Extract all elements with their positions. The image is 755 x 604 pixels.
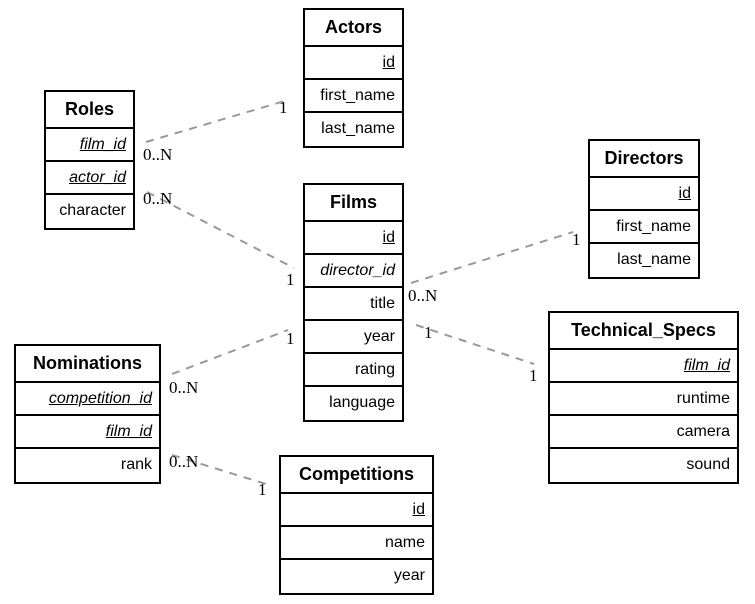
attribute-technical_specs-runtime[interactable]: runtime (550, 383, 737, 416)
attribute-label: film_id (683, 357, 730, 374)
attribute-competitions-name[interactable]: name (281, 527, 432, 560)
attribute-label: title (370, 295, 395, 312)
attribute-label: director_id (320, 262, 395, 279)
entity-roles[interactable]: Roles film_id actor_id character (44, 90, 135, 230)
cardinality-films-directors-from: 0..N (408, 286, 438, 305)
attribute-competitions-year[interactable]: year (281, 560, 432, 593)
attribute-label: year (393, 567, 425, 584)
attribute-directors-id[interactable]: id (590, 178, 698, 211)
entity-title-roles: Roles (46, 92, 133, 129)
attribute-label: id (382, 54, 395, 71)
cardinality-films-technical_specs-to: 1 (529, 366, 538, 385)
attribute-directors-last_name[interactable]: last_name (590, 244, 698, 277)
attribute-label: id (678, 185, 691, 202)
cardinality-roles-films-from: 0..N (143, 189, 173, 208)
attribute-label: rank (120, 456, 152, 473)
attribute-roles-film_id[interactable]: film_id (46, 129, 133, 162)
attribute-films-language[interactable]: language (305, 387, 402, 420)
attribute-nominations-rank[interactable]: rank (16, 449, 159, 482)
cardinality-roles-actors-from: 0..N (143, 145, 173, 164)
attribute-label: last_name (321, 120, 395, 137)
attribute-nominations-film_id[interactable]: film_id (16, 416, 159, 449)
attribute-label: rating (354, 361, 395, 378)
entity-title-competitions: Competitions (281, 457, 432, 494)
attribute-label: sound (686, 456, 730, 473)
entity-title-technical_specs: Technical_Specs (550, 313, 737, 350)
attribute-films-id[interactable]: id (305, 222, 402, 255)
attribute-label: last_name (617, 251, 691, 268)
attribute-films-rating[interactable]: rating (305, 354, 402, 387)
entity-title-directors: Directors (590, 141, 698, 178)
attribute-label: id (412, 501, 425, 518)
attribute-label: actor_id (69, 169, 126, 186)
cardinality-films-technical_specs-from: 1 (424, 323, 433, 342)
attribute-films-director_id[interactable]: director_id (305, 255, 402, 288)
attribute-label: year (363, 328, 395, 345)
attribute-roles-actor_id[interactable]: actor_id (46, 162, 133, 195)
attribute-label: film_id (105, 423, 152, 440)
entity-competitions[interactable]: Competitions id name year (279, 455, 434, 595)
attribute-label: language (329, 394, 395, 411)
attribute-actors-last_name[interactable]: last_name (305, 113, 402, 146)
cardinality-roles-actors-to: 1 (279, 98, 288, 117)
relationship-line-films-technical_specs (415, 324, 535, 365)
entity-title-nominations: Nominations (16, 346, 159, 383)
attribute-label: camera (676, 423, 730, 440)
attribute-technical_specs-camera[interactable]: camera (550, 416, 737, 449)
cardinality-nominations-films-to: 1 (286, 329, 295, 348)
entity-directors[interactable]: Directors id first_name last_name (588, 139, 700, 279)
attribute-label: first_name (616, 218, 691, 235)
attribute-actors-first_name[interactable]: first_name (305, 80, 402, 113)
attribute-competitions-id[interactable]: id (281, 494, 432, 527)
attribute-technical_specs-film_id[interactable]: film_id (550, 350, 737, 383)
attribute-label: runtime (676, 390, 730, 407)
attribute-label: character (59, 202, 126, 219)
attribute-actors-id[interactable]: id (305, 47, 402, 80)
cardinality-nominations-competitions-to: 1 (258, 480, 267, 499)
attribute-technical_specs-sound[interactable]: sound (550, 449, 737, 482)
cardinality-nominations-competitions-from: 0..N (169, 452, 199, 471)
cardinality-roles-films-to: 1 (286, 270, 295, 289)
attribute-directors-first_name[interactable]: first_name (590, 211, 698, 244)
entity-actors[interactable]: Actors id first_name last_name (303, 8, 404, 148)
attribute-nominations-competition_id[interactable]: competition_id (16, 383, 159, 416)
relationship-line-films-directors (410, 231, 574, 284)
attribute-label: first_name (320, 87, 395, 104)
attribute-label: name (384, 534, 425, 551)
attribute-label: film_id (79, 136, 126, 153)
relationship-line-roles-actors (145, 99, 289, 143)
entity-title-films: Films (305, 185, 402, 222)
attribute-roles-character[interactable]: character (46, 195, 133, 228)
attribute-films-year[interactable]: year (305, 321, 402, 354)
cardinality-films-directors-to: 1 (572, 230, 581, 249)
attribute-label: id (382, 229, 395, 246)
relationship-line-nominations-films (171, 329, 289, 375)
attribute-films-title[interactable]: title (305, 288, 402, 321)
cardinality-nominations-films-from: 0..N (169, 378, 199, 397)
entity-title-actors: Actors (305, 10, 402, 47)
attribute-label: competition_id (48, 390, 152, 407)
